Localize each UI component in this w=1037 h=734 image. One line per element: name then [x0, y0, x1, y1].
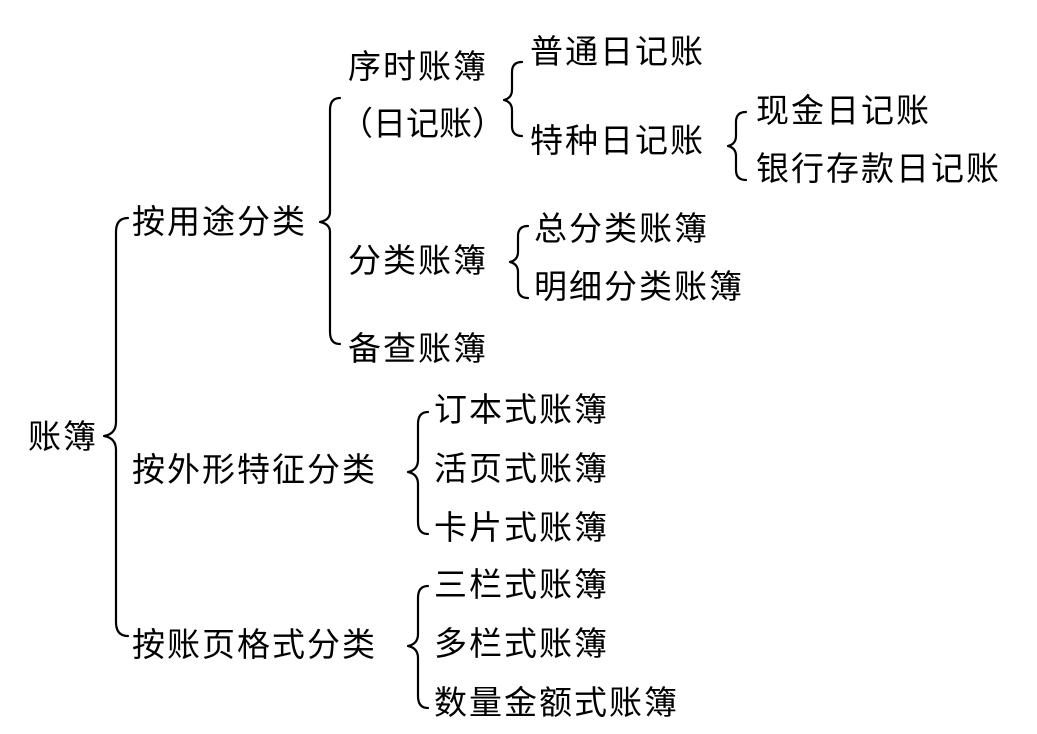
root-label: 账簿 [28, 417, 98, 456]
bank-deposit-journal-label: 银行存款日记账 [756, 149, 1001, 188]
root-brace [102, 216, 130, 638]
classified-ledger-label: 分类账簿 [348, 241, 488, 280]
quantity-amount-book-label: 数量金额式账簿 [434, 683, 679, 722]
sequential-brace [502, 60, 524, 138]
by-use-brace [318, 96, 342, 346]
special-journal-brace [726, 110, 748, 182]
by-use-label: 按用途分类 [132, 202, 307, 241]
journal-alias-label: （日记账） [340, 104, 505, 143]
three-column-book-label: 三栏式账簿 [434, 565, 609, 604]
by-form-brace [406, 410, 430, 536]
special-journal-label: 特种日记账 [530, 121, 705, 160]
general-journal-label: 普通日记账 [530, 32, 705, 71]
bound-book-label: 订本式账簿 [434, 390, 609, 429]
multi-column-book-label: 多栏式账簿 [434, 624, 609, 663]
cash-journal-label: 现金日记账 [756, 91, 931, 130]
general-ledger-label: 总分类账簿 [534, 209, 709, 248]
by-form-label: 按外形特征分类 [132, 450, 377, 489]
by-format-label: 按账页格式分类 [132, 625, 377, 664]
card-book-label: 卡片式账簿 [434, 508, 609, 547]
by-format-brace [406, 584, 430, 710]
loose-leaf-book-label: 活页式账簿 [434, 449, 609, 488]
sequential-ledger-label: 序时账簿 [348, 47, 488, 86]
memo-ledger-label: 备查账簿 [348, 329, 488, 368]
subsidiary-ledger-label: 明细分类账簿 [534, 267, 744, 306]
classified-brace [508, 224, 530, 300]
